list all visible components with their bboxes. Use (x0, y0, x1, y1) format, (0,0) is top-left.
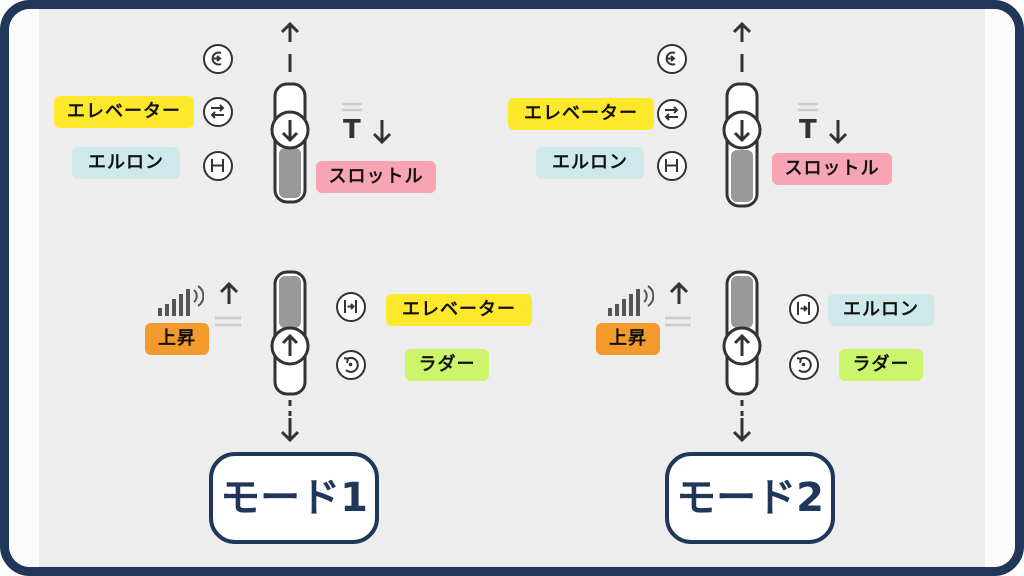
signal-bars-icon (606, 284, 655, 318)
lift-icon (336, 292, 366, 322)
mode2-right-rudder-label: ラダー (839, 349, 923, 381)
frame-margin-right (985, 9, 1015, 567)
mode1-left-stick (270, 21, 310, 204)
mode2-title: モード2 (665, 452, 835, 544)
swap-arrows-icon (203, 97, 233, 127)
signal-bars-icon (156, 284, 205, 318)
mode1-left-throttle-label: スロットル (316, 161, 436, 193)
mode1-right-stick (270, 270, 310, 443)
arrow-up-icon (662, 278, 696, 338)
mode2-left-stick (722, 21, 762, 208)
throttle-indicator-icon (338, 100, 408, 150)
mode1-title: モード1 (209, 452, 379, 544)
yaw-icon (789, 350, 819, 380)
mode1-left-aileron-label: エルロン (72, 147, 180, 179)
mode1-right-elevator-label: エレベーター (386, 294, 532, 326)
arrow-up-icon (212, 278, 246, 338)
swap-arrows-icon (657, 99, 687, 129)
mode2-left-elevator-label: エレベーター (508, 98, 654, 130)
mode2-left-throttle-label: スロットル (772, 153, 892, 185)
roll-bar-icon (657, 151, 687, 181)
mode1-left-elevator-label: エレベーター (54, 96, 194, 128)
roll-bar-icon (203, 151, 233, 181)
mode1-right-rudder-label: ラダー (405, 349, 489, 381)
throttle-symbol: T (799, 115, 817, 145)
mode1-right-climb-label: 上昇 (145, 323, 209, 355)
mode2-right-stick (722, 270, 762, 443)
mode2-left-aileron-label: エルロン (536, 147, 644, 179)
rotate-icon (657, 44, 687, 74)
throttle-indicator-icon (794, 100, 864, 150)
mode2-right-climb-label: 上昇 (596, 323, 660, 355)
throttle-symbol: T (343, 115, 361, 145)
rotate-icon (203, 44, 233, 74)
mode2-right-aileron-label: エルロン (828, 294, 934, 326)
frame-margin-left (9, 9, 39, 567)
lift-icon (789, 294, 819, 324)
yaw-icon (336, 350, 366, 380)
